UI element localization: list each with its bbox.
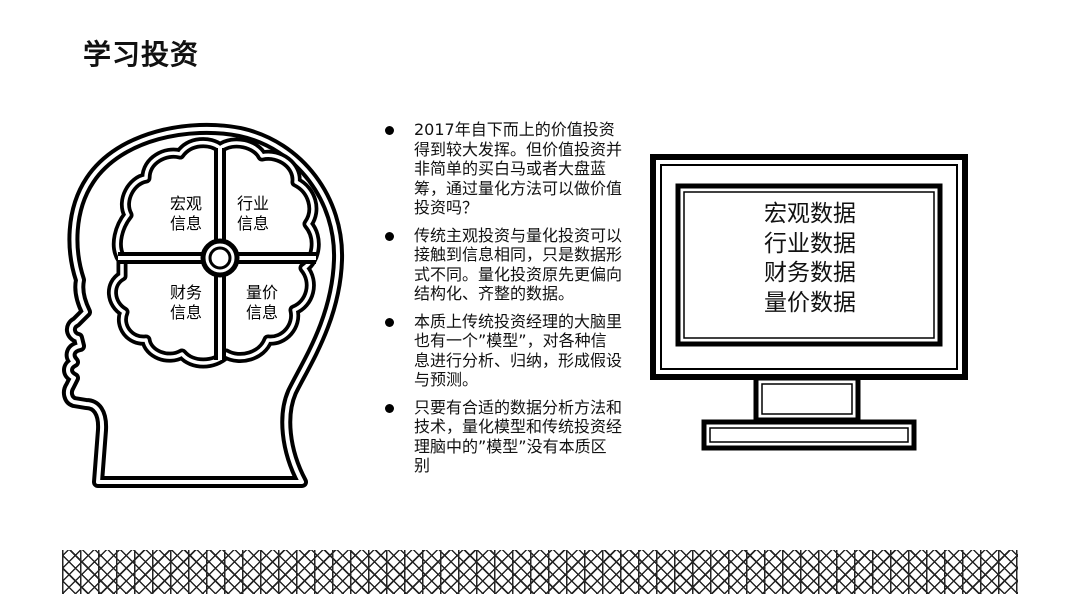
monitor-line-industry: 行业数据 [764,230,856,257]
bullet-text: 本质上传统投资经理的大脑里也有一个”模型”，对各种信息进行分析、归纳，形成假设与… [414,311,623,390]
quadrant-label-finance: 财务 信息 [162,283,210,323]
monitor-screen-text: 宏观数据 行业数据 财务数据 量价数据 [680,200,940,318]
quadrant-macro-line2: 信息 [169,214,202,233]
bullet-item: 只要有合适的数据分析方法和技术，量化模型和传统投资经理脑中的”模型”没有本质区别 [382,398,622,476]
quadrant-price-volume-line2: 信息 [245,303,278,322]
bullet-item: 本质上传统投资经理的大脑里也有一个”模型”，对各种信息进行分析、归纳，形成假设与… [382,312,622,390]
bullet-text: 传统主观投资与量化投资可以接触到信息相同，只是数据形式不同。量化投资原先更偏向结… [414,225,623,304]
quadrant-finance-line2: 信息 [169,303,202,322]
footer-pattern [62,550,1018,594]
slide-title: 学习投资 [83,38,200,71]
bullet-dot-icon [385,231,394,241]
quadrant-label-industry: 行业 信息 [229,194,277,234]
monitor-line-price-volume: 量价数据 [764,289,856,316]
quadrant-industry-line1: 行业 [236,194,269,213]
bullet-dot-icon [385,126,394,135]
quadrant-finance-line1: 财务 [169,283,202,302]
brain-head-icon [61,122,345,488]
bullet-item: 2017年自下而上的价值投资得到较大发挥。但价值投资并非简单的买白马或者大盘蓝筹… [382,120,622,218]
quadrant-macro-line1: 宏观 [169,194,202,213]
monitor-line-finance: 财务数据 [764,260,856,286]
bullet-list: 2017年自下而上的价值投资得到较大发挥。但价值投资并非简单的买白马或者大盘蓝筹… [382,120,622,484]
monitor-icon [650,154,968,451]
bullet-item: 传统主观投资与量化投资可以接触到信息相同，只是数据形式不同。量化投资原先更偏向结… [382,226,622,304]
bullet-dot-icon [385,403,394,413]
bullet-text: 2017年自下而上的价值投资得到较大发挥。但价值投资并非简单的买白马或者大盘蓝筹… [414,120,623,217]
quadrant-label-price-volume: 量价 信息 [238,283,286,323]
bullet-text: 只要有合适的数据分析方法和技术，量化模型和传统投资经理脑中的”模型”没有本质区别 [414,397,623,476]
monitor-line-macro: 宏观数据 [764,201,856,227]
quadrant-price-volume-line1: 量价 [245,283,278,302]
quadrant-industry-line2: 信息 [236,214,269,233]
bullet-dot-icon [385,317,394,327]
quadrant-label-macro: 宏观 信息 [162,194,210,234]
